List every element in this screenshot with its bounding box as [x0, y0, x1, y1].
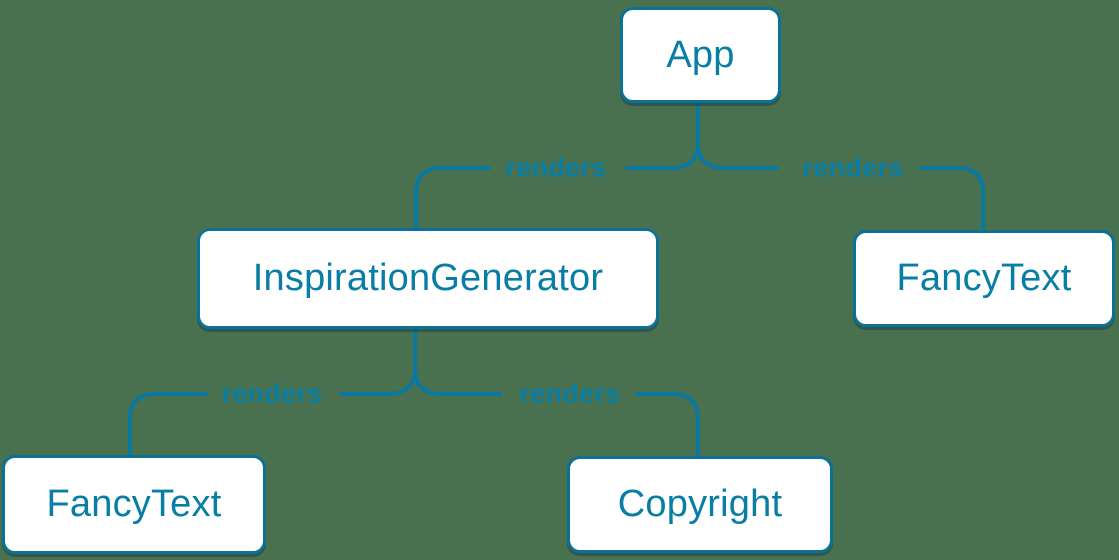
node-fancy-text-bottom-left: FancyText — [2, 455, 266, 554]
node-copyright-label: Copyright — [617, 483, 783, 525]
node-app-label: App — [666, 33, 735, 76]
edge-label-app-renders-fancytext: renders — [802, 152, 904, 183]
edge-inspiration-to-copyright-drop — [635, 392, 700, 458]
edge-inspiration-fork-right — [413, 368, 502, 396]
node-inspiration-generator-label: InspirationGenerator — [252, 257, 604, 299]
edge-label-inspiration-renders-copyright: renders — [519, 378, 621, 409]
node-fancy-text-top-right: FancyText — [853, 230, 1115, 327]
edge-label-inspiration-renders-fancytext: renders — [221, 378, 323, 409]
edge-app-to-fancytext-drop — [919, 166, 985, 232]
edge-inspiration-to-fancytext-drop — [128, 392, 208, 457]
node-copyright: Copyright — [567, 456, 833, 553]
edge-label-app-renders-inspiration: renders — [505, 152, 607, 183]
node-fancy-text-top-right-label: FancyText — [896, 257, 1072, 299]
edge-inspiration-fork-left — [339, 368, 417, 396]
edge-app-to-inspiration-drop — [414, 166, 491, 230]
node-app: App — [620, 7, 781, 103]
edge-app-fork-right — [696, 142, 779, 170]
node-fancy-text-bottom-left-label: FancyText — [46, 483, 222, 525]
node-inspiration-generator: InspirationGenerator — [197, 228, 659, 329]
edge-app-fork-left — [625, 142, 700, 170]
